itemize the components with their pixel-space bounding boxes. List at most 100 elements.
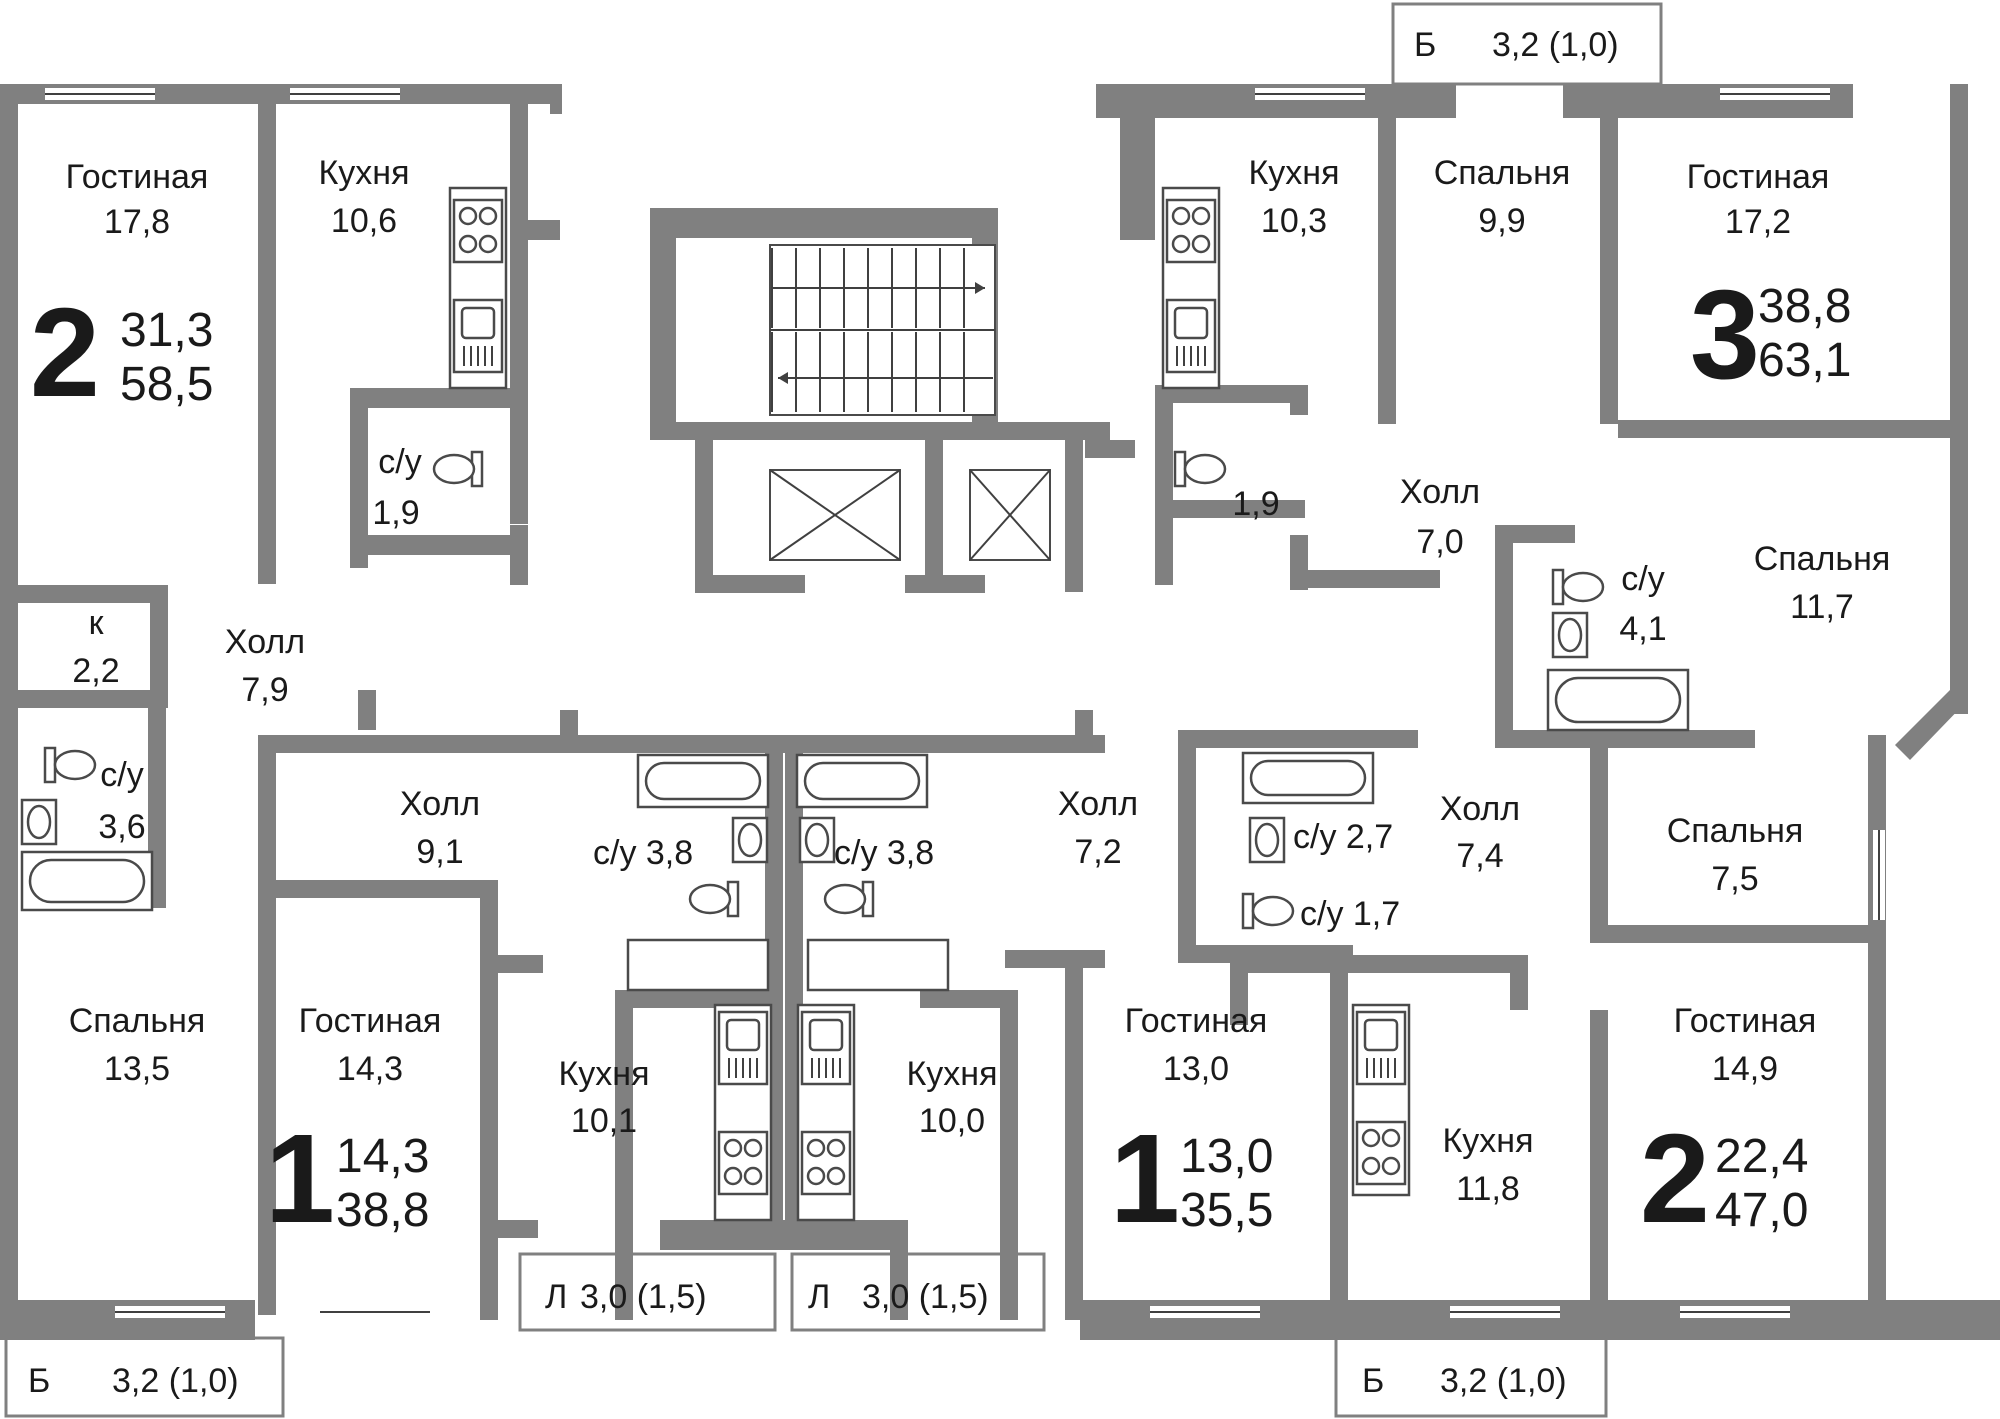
balcony-bottom-right: Б 3,2 (1,0) (1362, 1362, 1567, 1400)
apartment-badge-2: 3 38,8 63,1 (1690, 264, 1852, 405)
balcony-area: 3,2 (1,0) (112, 1362, 239, 1400)
rooms-count: 2 (30, 282, 100, 423)
room-name: Спальня (1434, 154, 1571, 192)
stove-icon (1355, 1120, 1407, 1186)
room-area: 1,9 (1232, 485, 1279, 523)
room-area: 11,8 (1456, 1170, 1520, 1208)
loggia-code: Л (808, 1278, 830, 1316)
room-kitchen-10-3: Кухня 10,3 (1249, 154, 1340, 240)
room-living-17-8: Гостиная 17,8 (66, 158, 209, 241)
loggia-right: Л 3,0 (1,5) (808, 1278, 989, 1316)
room-area: 17,8 (104, 203, 170, 241)
balcony-code: Б (1362, 1362, 1384, 1400)
room-closet-2-2: к 2,2 (72, 604, 119, 690)
sink-icon (1355, 1010, 1407, 1086)
total-area: 38,8 (336, 1184, 429, 1237)
room-name: Холл (225, 623, 305, 661)
total-area: 47,0 (1715, 1184, 1808, 1237)
room-living-14-9: Гостиная 14,9 (1674, 1002, 1817, 1088)
bathtub-icon (1241, 751, 1375, 805)
room-living-13-0: Гостиная 13,0 (1125, 1002, 1268, 1088)
rooms-count: 3 (1690, 264, 1760, 405)
toilet-icon (1173, 450, 1227, 488)
balcony-area: 3,2 (1,0) (1492, 26, 1619, 64)
rooms-count: 2 (1640, 1108, 1710, 1249)
room-name: Гостиная (1125, 1002, 1268, 1040)
room-area: 13,0 (1163, 1050, 1229, 1088)
bathtub-icon (636, 753, 770, 809)
stairs (769, 244, 996, 416)
toilet-icon (688, 880, 740, 918)
room-bedroom-7-5: Спальня 7,5 (1667, 812, 1804, 898)
room-area: 7,5 (1711, 860, 1758, 898)
room-name: Кухня (907, 1055, 998, 1093)
balconies (4, 2, 1663, 1418)
room-name: Кухня (319, 154, 410, 192)
total-area: 63,1 (1758, 334, 1851, 387)
room-wc-1-9-right: 1,9 (1232, 485, 1279, 523)
toilet-icon (1551, 568, 1605, 606)
room-wc-3-6: с/у 3,6 (98, 756, 145, 846)
room-hall-7-4: Холл 7,4 (1440, 790, 1520, 875)
toilet-icon (1241, 892, 1295, 930)
rooms-count: 1 (1110, 1108, 1180, 1249)
living-area: 22,4 (1715, 1130, 1808, 1183)
room-kitchen-10-6: Кухня 10,6 (319, 154, 410, 240)
room-label: с/у 3,8 (593, 834, 693, 872)
room-name: Гостиная (66, 158, 209, 196)
room-name: с/у (100, 756, 143, 794)
toilet-icon (43, 746, 97, 784)
room-area: 7,4 (1456, 837, 1503, 875)
toilet-icon (823, 880, 875, 918)
room-name: Холл (400, 785, 480, 823)
elevator-right (969, 469, 1051, 561)
stove-icon (717, 1130, 769, 1196)
windows (45, 88, 1968, 1318)
balcony-bottom-left: Б 3,2 (1,0) (28, 1362, 239, 1400)
room-name: к (89, 604, 105, 642)
living-area: 14,3 (336, 1130, 429, 1183)
balcony-top: Б 3,2 (1,0) (1414, 26, 1619, 64)
stove-icon (1165, 198, 1217, 264)
washbasin-icon (1551, 611, 1589, 659)
walls (0, 84, 2000, 1340)
balcony-area: 3,2 (1,0) (1440, 1362, 1567, 1400)
apartment-badge-4: 1 13,0 35,5 (1110, 1108, 1274, 1249)
total-area: 35,5 (1180, 1184, 1273, 1237)
washbasin-icon (20, 798, 58, 846)
room-area: 9,9 (1478, 202, 1525, 240)
apartment-badge-3: 1 14,3 38,8 (265, 1108, 430, 1249)
room-name: с/у (378, 443, 421, 481)
room-label: с/у 2,7 (1293, 818, 1393, 856)
room-label: с/у 1,7 (1300, 895, 1400, 933)
apartment-badge-1: 2 31,3 58,5 (30, 282, 214, 423)
washbasin-icon (731, 816, 769, 864)
room-area: 10,1 (571, 1102, 637, 1140)
room-name: Холл (1400, 473, 1480, 511)
total-area: 58,5 (120, 358, 213, 411)
sink-icon (717, 1010, 769, 1086)
room-wc-4-1: с/у 4,1 (1619, 560, 1666, 648)
room-kitchen-10-0: Кухня 10,0 (907, 1055, 998, 1140)
room-area: 17,2 (1725, 203, 1791, 241)
living-area: 38,8 (1758, 280, 1851, 333)
room-area: 3,6 (98, 808, 145, 846)
room-area: 7,9 (241, 671, 288, 709)
sink-icon (452, 298, 504, 374)
room-area: 7,0 (1416, 523, 1463, 561)
room-name: Гостиная (299, 1002, 442, 1040)
room-bedroom-11-7: Спальня 11,7 (1754, 540, 1891, 626)
room-name: Спальня (69, 1002, 206, 1040)
room-living-17-2: Гостиная 17,2 (1687, 158, 1830, 241)
living-area: 31,3 (120, 304, 213, 357)
room-name: с/у (1621, 560, 1664, 598)
room-area: 13,5 (104, 1050, 170, 1088)
room-area: 7,2 (1074, 833, 1121, 871)
room-label: с/у 3,8 (834, 834, 934, 872)
washbasin-icon (798, 816, 836, 864)
room-name: Спальня (1754, 540, 1891, 578)
room-kitchen-11-8: Кухня 11,8 (1443, 1122, 1534, 1208)
room-hall-7-2: Холл 7,2 (1058, 785, 1138, 871)
room-wc-1-7: с/у 1,7 (1300, 895, 1400, 933)
